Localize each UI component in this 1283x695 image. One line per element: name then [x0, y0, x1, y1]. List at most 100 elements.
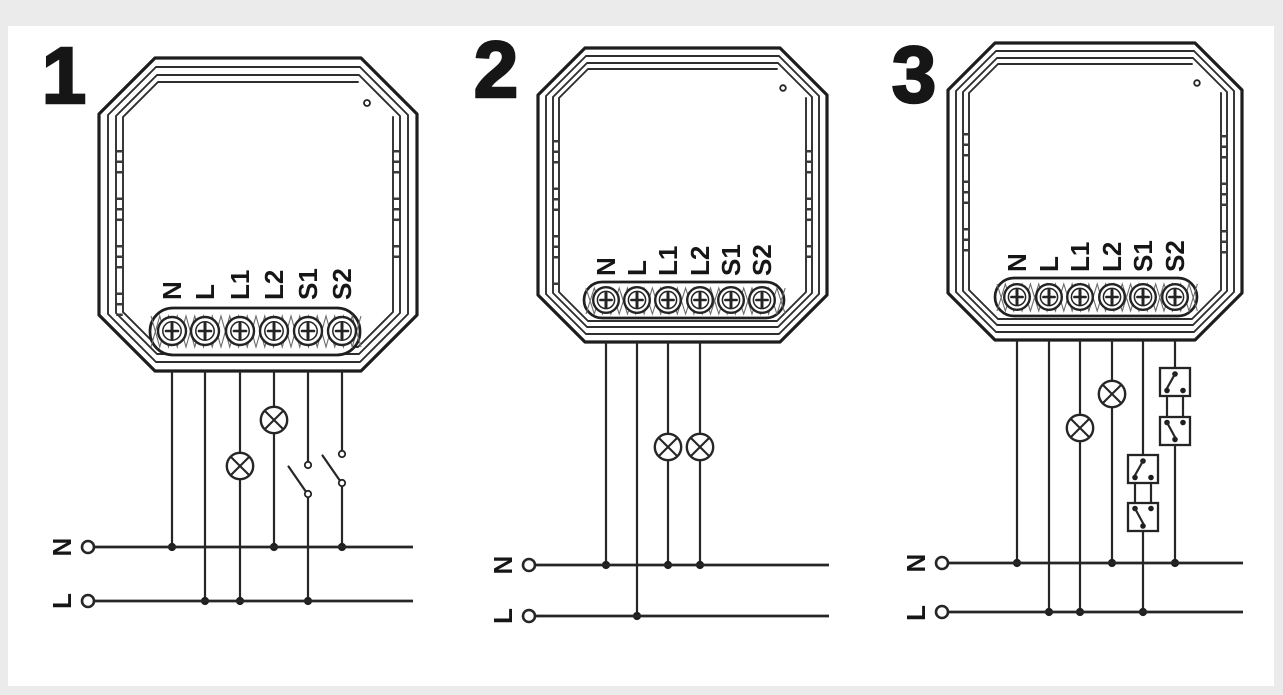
module-outline-inner-3 [558, 68, 807, 322]
module-outline-outer [536, 46, 829, 344]
terminal-label-l: L [1034, 256, 1064, 272]
terminal-screw [591, 285, 621, 315]
terminal-screw [258, 315, 290, 347]
switch-contact [1132, 474, 1138, 481]
power-bus: N L [47, 538, 413, 609]
diagram-3: 3 N L L1 L [891, 29, 1244, 621]
neutral-terminal [80, 539, 96, 555]
diagram-number: 2 [474, 25, 519, 114]
terminal-labels: N L L1 L2 S1 S2 [591, 244, 777, 276]
neutral-label: N [901, 554, 931, 573]
terminal-label-l1: L1 [653, 246, 683, 276]
module-outline-outer [97, 56, 419, 373]
terminal-label-s1: S1 [293, 268, 323, 300]
diagram-number: 1 [42, 31, 87, 120]
terminal-screw [1160, 282, 1190, 312]
terminal-screw [224, 315, 256, 347]
terminal-labels: N L L1 L2 S1 S2 [1002, 240, 1190, 272]
switch-contact [1148, 505, 1154, 512]
terminal-screw [189, 315, 221, 347]
terminal-hatch [585, 286, 786, 316]
terminal-label-l2: L2 [685, 246, 715, 276]
terminal-label-l2: L2 [1097, 242, 1127, 272]
terminal-hatch [996, 282, 1198, 313]
module-outline-inner-3 [122, 81, 394, 348]
switch-contact [1180, 419, 1186, 426]
switch-blade [1164, 372, 1177, 392]
terminal-labels: N L L1 L2 S1 S2 [157, 268, 357, 300]
switch-icon [321, 371, 347, 547]
terminal-screw [1065, 282, 1095, 312]
module-outline-inner-3 [968, 63, 1222, 320]
two-way-switch-icon [1126, 340, 1160, 612]
lamp-icon [685, 432, 715, 462]
neutral-terminal [934, 555, 950, 571]
switch-contact [1164, 387, 1170, 394]
module-outline-outer [946, 41, 1244, 342]
module-outline-inner-1 [107, 66, 409, 363]
terminal-label-s2: S2 [1160, 240, 1190, 272]
terminal-block [582, 280, 786, 320]
terminal-label-n: N [591, 257, 621, 276]
mounting-hole [779, 84, 787, 92]
module-outline-inner-2 [115, 74, 401, 355]
switch-blade [1165, 421, 1178, 441]
terminal-screw [747, 285, 777, 315]
terminal-screw [1128, 282, 1158, 312]
terminal-screw [622, 285, 652, 315]
power-bus: N L [901, 554, 1243, 621]
terminal-label-s2: S2 [747, 244, 777, 276]
lamp-icon [653, 432, 683, 462]
switch-contact [303, 460, 313, 470]
terminal-label-s1: S1 [1128, 240, 1158, 272]
live-terminal [80, 593, 96, 609]
switch-contact [1180, 387, 1186, 394]
terminal-label-n: N [157, 281, 187, 300]
terminal-hatch [585, 286, 786, 316]
relay-module: N L L1 L2 S1 S2 [946, 41, 1244, 342]
terminal-screw [292, 315, 324, 347]
switch-contact [337, 449, 347, 459]
neutral-label: N [47, 538, 77, 557]
module-outline-inner-1 [545, 55, 820, 335]
terminal-screw [685, 285, 715, 315]
terminal-label-s1: S1 [716, 244, 746, 276]
terminal-screw [1097, 282, 1127, 312]
terminal-label-n: N [1002, 253, 1032, 272]
lamp-icon [1097, 379, 1127, 409]
terminal-label-s2: S2 [327, 268, 357, 300]
mounting-hole [1193, 79, 1201, 87]
switch-icon [287, 371, 313, 601]
terminal-hatch [150, 313, 362, 350]
terminal-block [993, 276, 1199, 318]
terminal-label-l2: L2 [259, 270, 289, 300]
terminal-screw [156, 315, 188, 347]
relay-module: N L L1 L2 S1 S2 [97, 56, 419, 373]
switch-blade [1133, 507, 1146, 527]
mounting-hole [363, 99, 371, 107]
module-outline-inner-1 [955, 50, 1235, 333]
wiring [167, 371, 347, 606]
live-terminal [521, 608, 537, 624]
switch-contact [337, 478, 347, 488]
live-terminal [934, 604, 950, 620]
terminal-hatch [150, 313, 362, 350]
diagram-2: 2 N L L1 L [473, 24, 829, 624]
live-label: L [488, 608, 518, 624]
switch-blade [287, 465, 308, 494]
neutral-terminal [521, 557, 537, 573]
terminal-label-l: L [190, 284, 220, 300]
lamp-icon [1065, 413, 1095, 443]
terminal-screw [1034, 282, 1064, 312]
live-label: L [901, 605, 931, 621]
terminal-screw [1002, 282, 1032, 312]
diagram-number: 3 [892, 30, 937, 119]
live-label: L [47, 593, 77, 609]
terminal-screw [653, 285, 683, 315]
lamp-icon [225, 451, 255, 481]
terminal-label-l: L [622, 260, 652, 276]
terminal-label-l1: L1 [1065, 242, 1095, 272]
terminal-screw [326, 315, 358, 347]
lamp-icon [259, 405, 289, 435]
